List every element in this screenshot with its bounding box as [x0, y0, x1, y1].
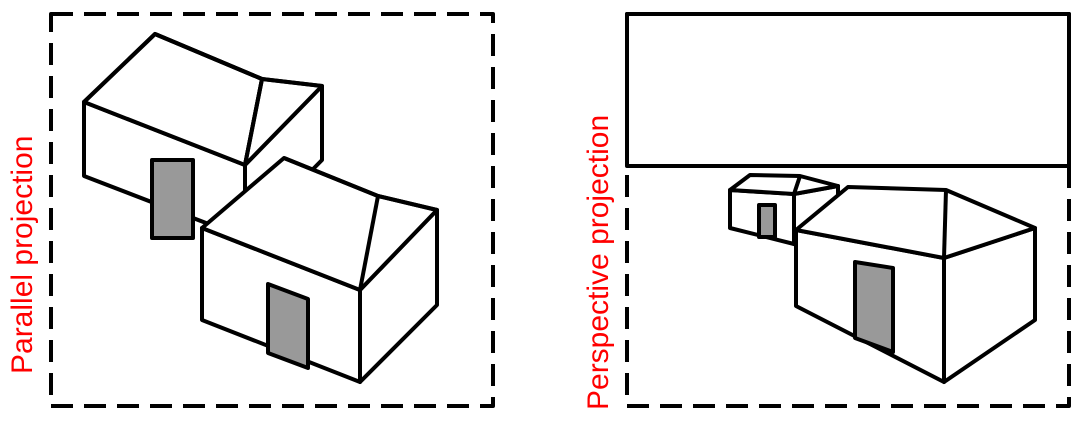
parallel-back-house-door [150, 158, 195, 240]
perspective-panel-frame [625, 12, 1071, 408]
perspective-far-house-door [757, 203, 777, 239]
parallel-front-house [200, 156, 439, 384]
perspective-near-house [794, 185, 1037, 384]
perspective-projection-label: Perspective projection [582, 114, 615, 410]
parallel-projection-panel [49, 12, 495, 408]
parallel-front-house-door [266, 282, 310, 370]
parallel-back-house [82, 32, 324, 240]
perspective-panel-inner-rect [625, 12, 1071, 168]
perspective-projection-panel [625, 12, 1071, 408]
perspective-near-house-door [853, 260, 895, 354]
parallel-panel-frame [49, 12, 495, 408]
perspective-near-house-roof [794, 185, 1037, 260]
perspective-far-house-roof [728, 173, 840, 196]
parallel-projection-label: Parallel projection [6, 135, 39, 374]
